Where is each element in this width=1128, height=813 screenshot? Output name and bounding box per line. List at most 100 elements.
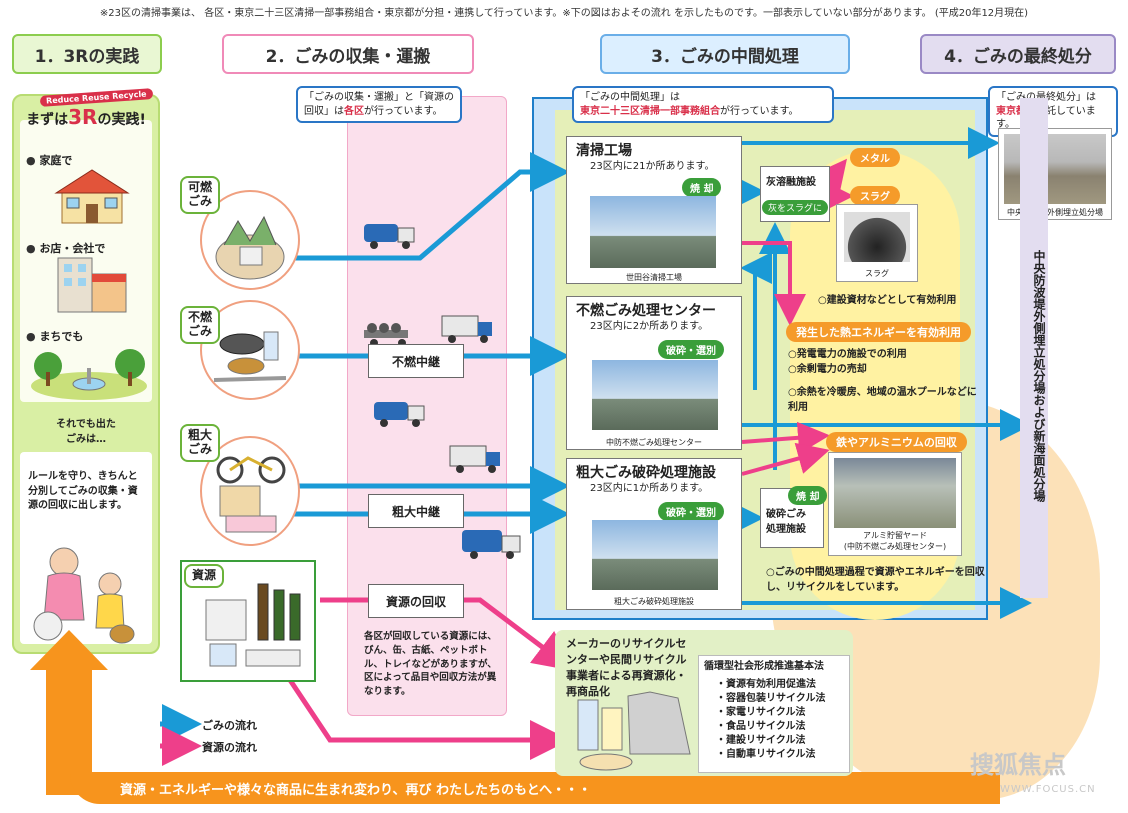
truck-icon bbox=[462, 530, 521, 559]
alu-yard-caption: アルミ貯留ヤード (中防不燃ごみ処理センター) bbox=[843, 531, 947, 551]
3r-title: まずは3Rの実践! bbox=[20, 105, 152, 129]
flow-heat bbox=[742, 241, 806, 326]
flow-burnable bbox=[266, 152, 570, 261]
collection-callout-text-c: が行っています。 bbox=[364, 105, 443, 117]
final-photo-caption: 中央防波堤外側埋立処分場 bbox=[1007, 208, 1103, 217]
bulky-photo bbox=[592, 520, 718, 590]
slag-photo bbox=[844, 212, 910, 262]
slag-tag: スラグ bbox=[850, 186, 900, 205]
law-item: ・自動車リサイクル法 bbox=[716, 749, 816, 760]
plant-photo-caption: 世田谷清掃工場 bbox=[626, 273, 682, 282]
plant-title: 清掃工場 bbox=[576, 143, 632, 159]
legend-waste: ごみの流れ bbox=[202, 719, 257, 732]
metal-tag: メタル bbox=[850, 148, 900, 167]
law-item: ・建設リサイクル法 bbox=[716, 735, 806, 746]
flow-nb-to-plant bbox=[740, 252, 772, 390]
nb-tag: 破砕・選別 bbox=[658, 340, 724, 359]
flow-to-metal bbox=[814, 158, 847, 194]
panel-3r-rule bbox=[20, 452, 152, 644]
law-box bbox=[698, 655, 850, 773]
nb-title: 不燃ごみ処理センター bbox=[576, 303, 716, 319]
bulky-incin-title: 破砕ごみ 処理施設 bbox=[766, 509, 806, 535]
bottom-message: 資源・エネルギーや様々な商品に生まれ変わり、再び わたしたちのもとへ・・・ bbox=[70, 772, 1000, 804]
burnable-waste-icon bbox=[215, 215, 285, 280]
recycled-products-icon bbox=[577, 691, 691, 771]
nb-photo bbox=[592, 360, 718, 430]
law-title: 循環型社会形成推進基本法 bbox=[704, 661, 824, 672]
final-site-name: 中央防波堤外側埋立処分場および新海面処分場 bbox=[1020, 98, 1048, 598]
truck-icon bbox=[449, 445, 500, 473]
flow-bulky-iron bbox=[741, 442, 830, 476]
final-callout-text-c: に委託しています。 bbox=[996, 105, 1096, 131]
law-item: ・家電リサイクル法 bbox=[716, 707, 806, 718]
watermark-url: WWW.FOCUS.CN bbox=[1000, 784, 1096, 795]
bulky-title: 粗大ごみ破砕処理施設 bbox=[576, 465, 716, 481]
heat-use-3: ○余熱を冷暖房、地域の温水プールなどに利用 bbox=[788, 387, 977, 413]
top-note: ※23区の清掃事業は、 各区・東京二十三区清掃一部事務組合・東京都が分担・連携し… bbox=[99, 8, 1029, 19]
watermark-logo: 搜狐焦点 bbox=[970, 751, 1066, 779]
relay-bulky: 粗大中継 bbox=[368, 494, 464, 528]
law-item: ・食品リサイクル法 bbox=[716, 721, 806, 732]
ash-to-slag-tag: 灰をスラグに bbox=[762, 200, 829, 215]
recycle-title: メーカーのリサイクルセンターや民間リサイクル事業者による再資源化・再商品化 bbox=[566, 637, 687, 698]
burnable-label: 可燃 ごみ bbox=[180, 176, 221, 214]
bulky-incin-tag: 焼 却 bbox=[788, 486, 828, 505]
bulky-waste-icon bbox=[216, 456, 286, 533]
law-item: ・容器包装リサイクル法 bbox=[716, 693, 826, 704]
summary-text: ○ごみの中間処理過程で資源やエネルギーを回収し、リサイクルをしています。 bbox=[766, 567, 985, 593]
bullet-town: まちでも bbox=[26, 328, 83, 344]
3r-still-text: それでも出た ごみは… bbox=[56, 419, 116, 445]
nb-count: 23区内に2か所あります。 bbox=[590, 321, 709, 332]
return-arrow-shaft bbox=[46, 655, 92, 795]
header-3r: 1．3Rの実践 bbox=[12, 34, 162, 74]
nb-photo-caption: 中防不燃ごみ処理センター bbox=[606, 438, 702, 447]
heat-use-1: ○発電電力の施設での利用 bbox=[788, 349, 907, 360]
intermediate-callout: 「ごみの中間処理」は 東京二十三区清掃一部事務組合が行っています。 bbox=[572, 86, 834, 123]
header-collection: 2．ごみの収集・運搬 bbox=[222, 34, 474, 74]
iron-alu-tag: 鉄やアルミニウムの回収 bbox=[826, 432, 967, 452]
header-final: 4．ごみの最終処分 bbox=[920, 34, 1116, 74]
house-icon bbox=[54, 169, 130, 224]
truck-icon bbox=[364, 224, 415, 249]
3r-title-prefix: まずは bbox=[26, 112, 69, 128]
resource-note: 各区が回収している資源には、びん、缶、古紙、ペットボトル、トレイなどがありますが… bbox=[364, 631, 497, 698]
intermediate-callout-text-c: が行っています。 bbox=[720, 105, 799, 117]
plant-count: 23区内に21か所あります。 bbox=[590, 161, 715, 172]
shop-icon bbox=[57, 257, 127, 313]
resource-collection: 資源の回収 bbox=[368, 584, 464, 618]
ash-melt-title: 灰溶融施設 bbox=[766, 177, 816, 188]
nonburnable-waste-icon bbox=[213, 331, 287, 382]
law-list: ・資源有効利用促進法 ・容器包装リサイクル法 ・家電リサイクル法 ・食品リサイク… bbox=[716, 678, 826, 762]
3r-title-suffix: の実践! bbox=[97, 112, 146, 128]
collection-callout-text-b: 各区 bbox=[344, 105, 364, 117]
final-callout-text-a: 「ごみの最終処分」は bbox=[996, 91, 1110, 105]
park-icon bbox=[31, 349, 147, 400]
bulky-count: 23区内に1か所あります。 bbox=[590, 483, 709, 494]
heat-use-2: ○余剰電力の売却 bbox=[788, 364, 867, 375]
3r-title-big: 3R bbox=[68, 105, 98, 129]
truck-icon bbox=[374, 402, 425, 427]
slag-use: ○建設資材などとして有効利用 bbox=[818, 295, 957, 306]
plant-photo bbox=[590, 196, 716, 268]
intermediate-callout-text-a: 「ごみの中間処理」は bbox=[580, 92, 680, 103]
bullet-home: 家庭で bbox=[26, 152, 72, 168]
bullet-shop: お店・会社で bbox=[26, 240, 105, 256]
nonburnable-label: 不燃 ごみ bbox=[180, 306, 221, 344]
3r-rule-text: ルールを守り、きちんと分別してごみの収集・資源の回収に出します。 bbox=[28, 471, 138, 511]
truck-icon bbox=[441, 315, 492, 343]
final-callout-text-b: 東京都 bbox=[996, 105, 1026, 117]
flow-nb-iron bbox=[741, 421, 830, 454]
resource-label: 資源 bbox=[184, 564, 225, 588]
intermediate-callout-text-b: 東京二十三区清掃一部事務組合 bbox=[580, 105, 720, 117]
collection-callout: 「ごみの収集・運搬」と「資源の回収」は各区が行っています。 bbox=[296, 86, 462, 123]
resource-items-icon bbox=[205, 583, 301, 667]
relay-nonburnable: 不燃中継 bbox=[368, 344, 464, 378]
alu-yard-photo bbox=[834, 458, 956, 528]
slag-photo-caption: スラグ bbox=[865, 269, 889, 278]
flow-resource-direct bbox=[287, 678, 570, 760]
legend-resource: 資源の流れ bbox=[202, 741, 257, 754]
collection-callout-text-a: 「ごみの収集・運搬」と「資源の回収」は bbox=[304, 92, 454, 117]
law-item: ・資源有効利用促進法 bbox=[716, 679, 816, 690]
plant-tag: 焼 却 bbox=[682, 178, 722, 197]
